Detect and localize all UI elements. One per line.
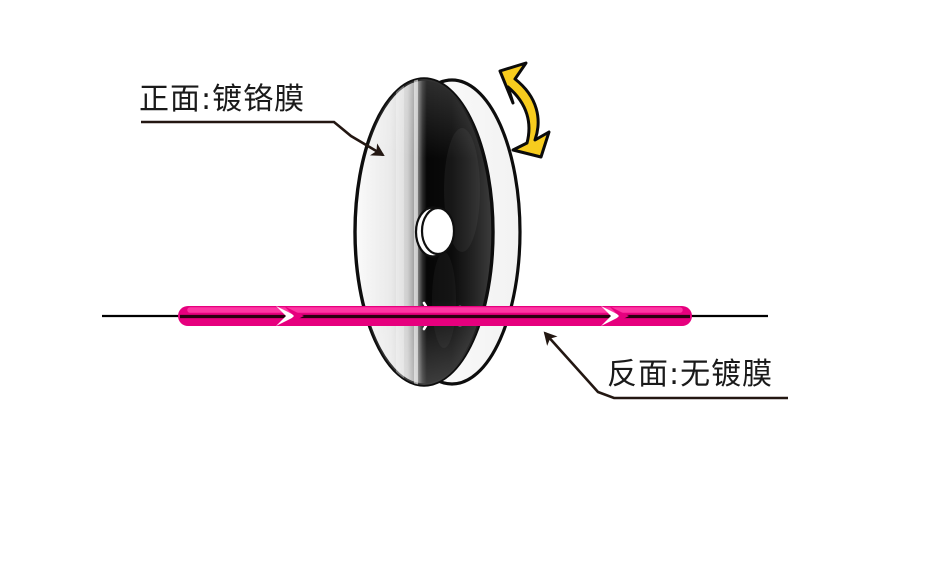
optical-axis-and-beam [102, 306, 768, 326]
laser-beam [178, 306, 692, 326]
disc-center-hole [414, 206, 456, 258]
front-face-label: 正面:镀铬膜 [139, 82, 306, 117]
back-face-label: 反面:无镀膜 [607, 357, 774, 392]
back-label-leader [543, 331, 788, 400]
front-label-leader [141, 120, 385, 157]
rotation-double-arrow [498, 61, 551, 159]
disc-group [353, 77, 522, 387]
beam-direction-chevrons [276, 306, 629, 326]
